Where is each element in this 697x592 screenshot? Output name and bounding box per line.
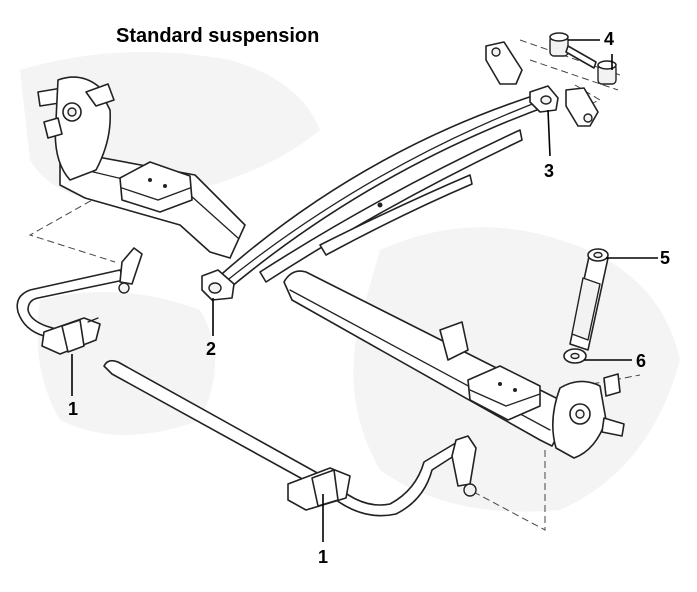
callout-leaders bbox=[71, 39, 658, 542]
left-anti-roll-bar bbox=[16, 247, 143, 355]
leaf-spring bbox=[201, 85, 559, 301]
callout-bushes: 4 bbox=[604, 29, 615, 49]
bush-set bbox=[549, 32, 617, 85]
lower-hub bbox=[552, 373, 625, 459]
front-anti-roll-bar bbox=[103, 359, 477, 517]
shock-absorber bbox=[563, 248, 609, 364]
callout-leaf-spring-front: 2 bbox=[206, 339, 217, 359]
upper-axle-beam bbox=[59, 149, 246, 259]
callout-leaf-spring-rear: 3 bbox=[544, 161, 555, 181]
callout-anti-roll-bar-left: 1 bbox=[68, 399, 79, 419]
callout-shock-top: 5 bbox=[660, 248, 671, 268]
callout-anti-roll-bar-front: 1 bbox=[318, 547, 329, 567]
lower-axle-beam bbox=[283, 270, 567, 447]
spring-shackles bbox=[485, 41, 599, 127]
callout-shock-bottom: 6 bbox=[636, 351, 647, 371]
diagram-title: Standard suspension bbox=[116, 25, 320, 47]
upper-hub bbox=[37, 76, 115, 181]
